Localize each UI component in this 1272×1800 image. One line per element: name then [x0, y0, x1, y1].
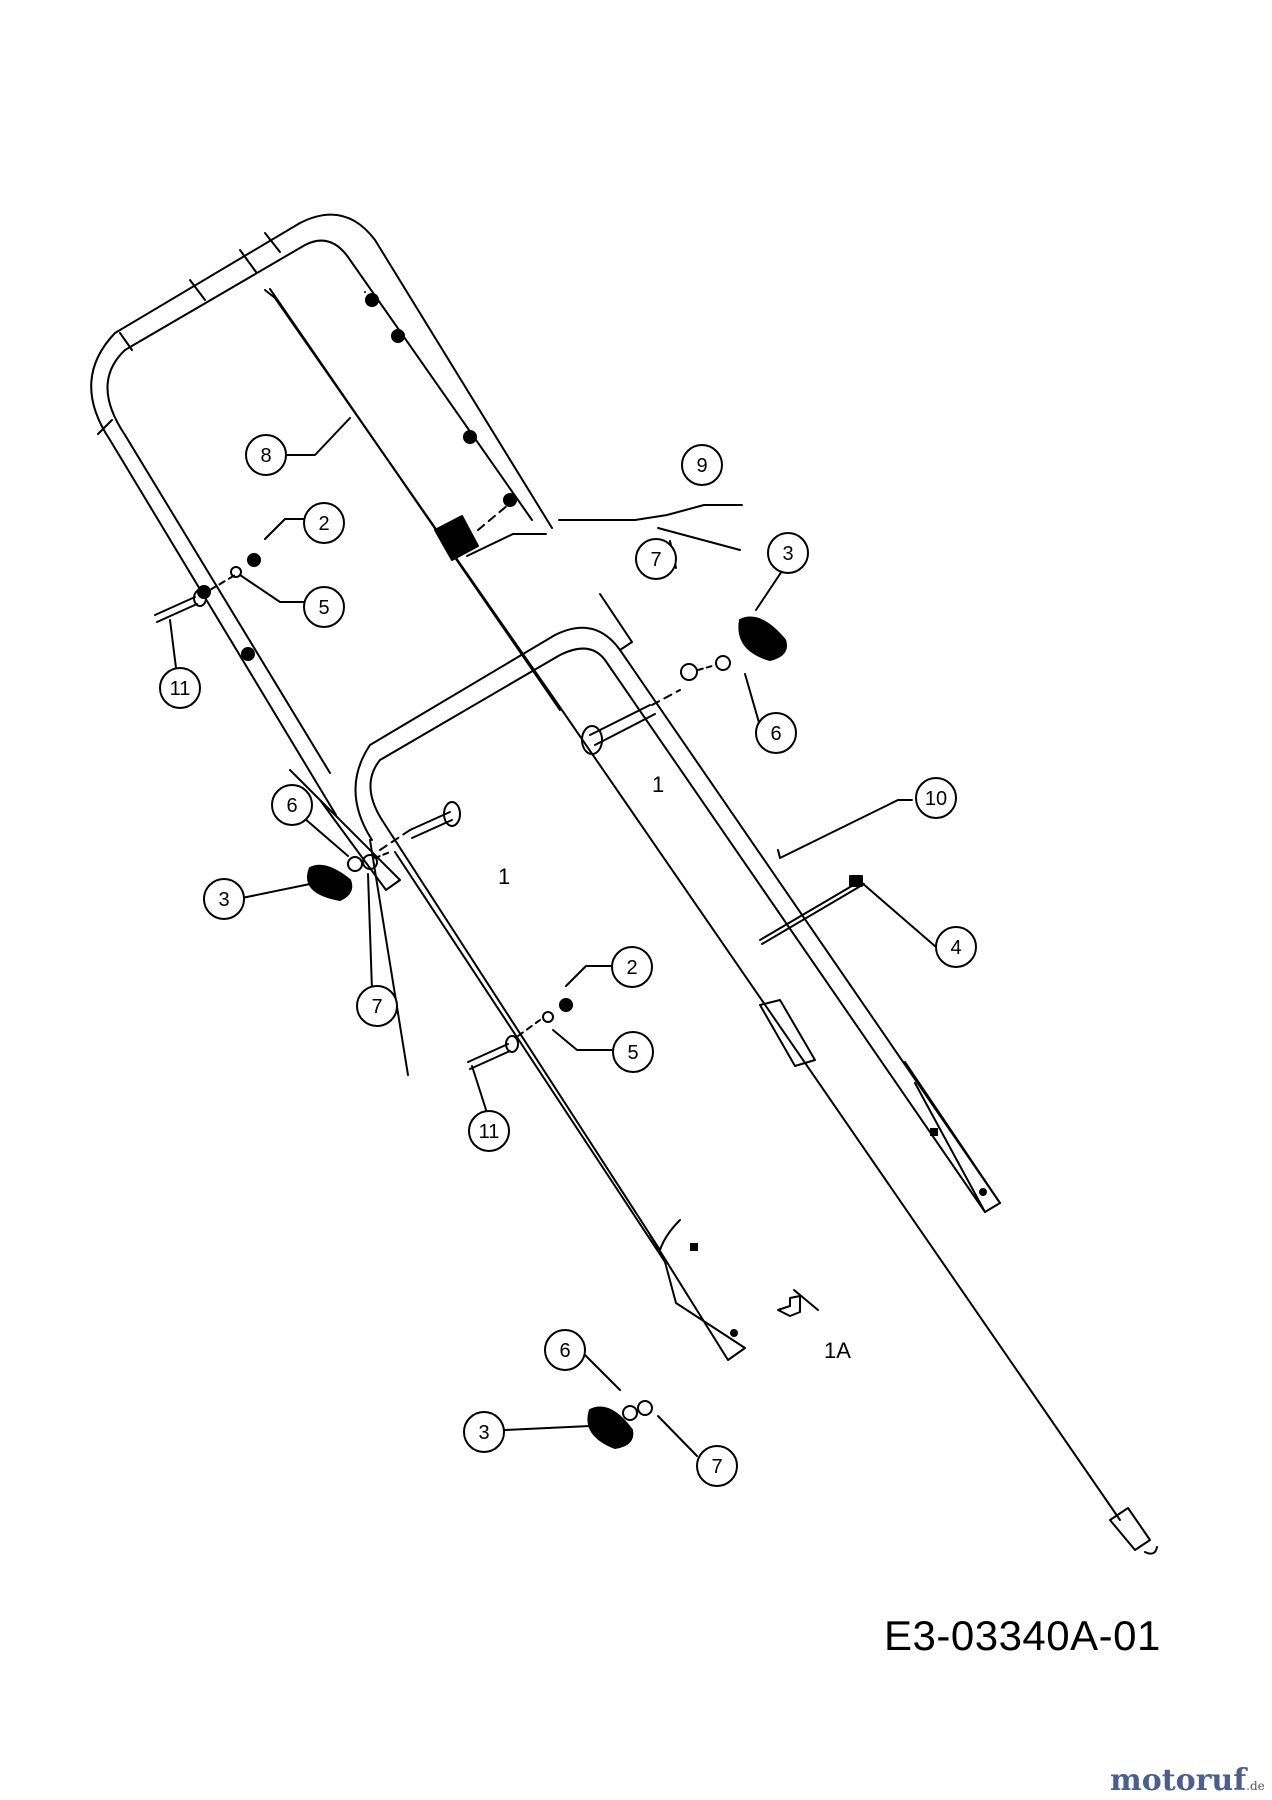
cable-tie: [759, 875, 865, 945]
callout-4: 4: [935, 926, 977, 968]
callout-11-lower: 11: [468, 1110, 510, 1152]
callout-3-left: 3: [203, 878, 245, 920]
callout-5-upper-text: 5: [318, 597, 329, 619]
callout-5-upper: 5: [303, 586, 345, 628]
callout-7-bottom: 7: [696, 1445, 738, 1487]
leader-lines: [169, 417, 937, 1457]
lock-nut-lower: [542, 998, 573, 1023]
callout-11-lower-text: 11: [479, 1121, 500, 1143]
callout-5-lower: 5: [612, 1031, 654, 1073]
callout-6-upper: 6: [755, 712, 797, 754]
upper-handle: [90, 213, 553, 816]
callout-8-text: 8: [260, 445, 271, 467]
callout-10: 10: [915, 777, 957, 819]
callout-9-text: 9: [696, 455, 707, 477]
lock-nut-upper: [230, 553, 261, 578]
callout-6-bottom: 6: [544, 1329, 586, 1371]
callout-2-upper-text: 2: [318, 513, 329, 535]
label-bolt-1a: 1A: [824, 1338, 851, 1363]
callout-7-upper: 7: [635, 538, 677, 580]
callout-3-upper-text: 3: [782, 543, 793, 565]
callout-6-bottom-text: 6: [559, 1340, 570, 1362]
callout-8: 8: [245, 434, 287, 476]
callout-3-bottom: 3: [463, 1411, 505, 1453]
callout-10-text: 10: [925, 788, 947, 810]
shoulder-bolt-1a: [777, 1295, 801, 1317]
carriage-bolt-upper: [581, 689, 681, 755]
watermark-suffix: .de: [1246, 1779, 1265, 1793]
callout-11-upper-text: 11: [170, 678, 191, 700]
callout-7-upper-text: 7: [650, 549, 661, 571]
callout-5-lower-text: 5: [627, 1042, 638, 1064]
callout-7-bottom-text: 7: [711, 1456, 722, 1478]
eye-bolt-upper: [154, 574, 236, 623]
callout-7-left-text: 7: [371, 996, 382, 1018]
label-bolt-upper: 1: [652, 772, 664, 797]
label-bolt-lower: 1: [498, 864, 510, 889]
carriage-bolt-lower: [379, 801, 461, 851]
drawing-number: E3-03340A-01: [884, 1612, 1161, 1659]
knob-bottom: [587, 1400, 653, 1449]
callout-4-text: 4: [950, 937, 961, 959]
callout-3-bottom-text: 3: [478, 1422, 489, 1444]
callout-2-lower-text: 2: [626, 957, 637, 979]
lower-handle: [289, 593, 1001, 1361]
callout-6-upper-text: 6: [770, 723, 781, 745]
knob-left: [307, 851, 391, 901]
callout-7-left: 7: [356, 985, 398, 1027]
control-cable: [264, 288, 1158, 1555]
callouts: 8 9 2 5 11 7 3 6: [159, 434, 977, 1487]
watermark-text: motoruf: [1110, 1763, 1247, 1798]
callout-3-left-text: 3: [218, 889, 229, 911]
watermark-logo: motoruf.de: [1110, 1763, 1265, 1798]
callout-11-upper: 11: [159, 667, 201, 709]
callout-6-left: 6: [271, 784, 313, 826]
eye-bolt-lower: [467, 1019, 541, 1070]
callout-3-upper: 3: [767, 532, 809, 574]
callout-2-upper: 2: [303, 502, 345, 544]
callout-9: 9: [681, 444, 723, 486]
callout-6-left-text: 6: [286, 795, 297, 817]
callout-2-lower: 2: [611, 946, 653, 988]
knob-upper-right: [680, 616, 787, 681]
